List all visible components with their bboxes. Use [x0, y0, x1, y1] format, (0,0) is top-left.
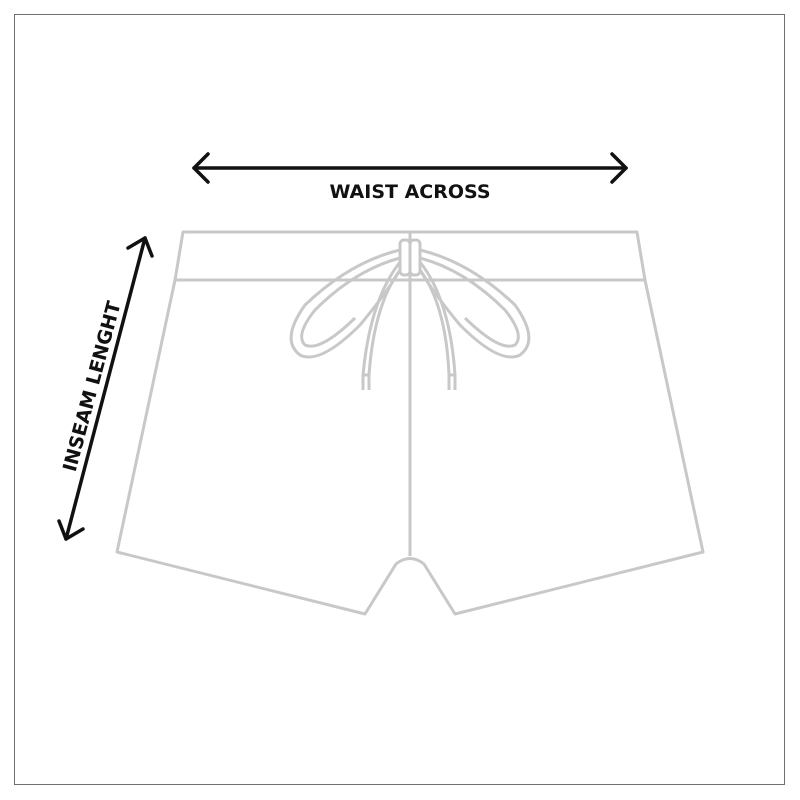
shorts-body	[115, 230, 705, 616]
inseam-arrow	[57, 236, 154, 541]
shorts-outline	[115, 230, 705, 616]
waist-across-label: WAIST ACROSS	[329, 181, 490, 203]
waist-arrow	[192, 152, 628, 184]
drawstring	[289, 238, 531, 390]
image-frame	[14, 14, 785, 785]
inseam-length-label: INSEAM LENGHT	[59, 299, 126, 474]
